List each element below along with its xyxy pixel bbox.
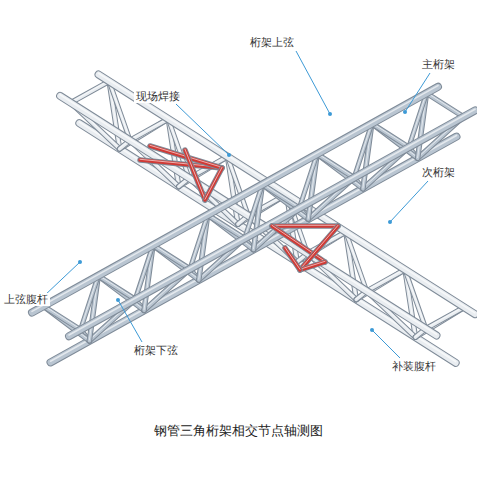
added-web-member-outline bbox=[272, 223, 338, 229]
added-web-member-highlight bbox=[185, 149, 205, 199]
cross-member bbox=[153, 245, 190, 269]
leader-dot bbox=[370, 328, 374, 332]
top-chord-highlight bbox=[60, 95, 436, 335]
leader-line bbox=[296, 51, 330, 114]
added-web-member bbox=[300, 226, 338, 270]
leader-dot bbox=[403, 110, 407, 114]
leader-lines bbox=[44, 51, 430, 358]
cross-member bbox=[71, 81, 109, 102]
cross-member-highlight bbox=[130, 118, 168, 139]
top-chord bbox=[69, 110, 475, 336]
cross-member-outline bbox=[130, 119, 168, 140]
cross-member-outline bbox=[208, 215, 245, 239]
added-web-member-highlight bbox=[285, 247, 300, 269]
cross-member-highlight bbox=[426, 307, 464, 328]
top-chord-highlight bbox=[32, 86, 438, 312]
cross-member bbox=[44, 306, 81, 330]
cross-member-highlight bbox=[208, 214, 245, 238]
top-chord-outline bbox=[60, 96, 436, 336]
top-chord-highlight bbox=[69, 109, 475, 335]
cross-member-highlight bbox=[44, 306, 81, 330]
top-chord-outline bbox=[32, 87, 438, 313]
cross-member-highlight bbox=[427, 93, 464, 117]
bottom-chord-highlight bbox=[51, 135, 457, 361]
leader-line bbox=[44, 262, 80, 296]
cross-member bbox=[98, 276, 135, 300]
added-web-member bbox=[185, 150, 205, 200]
leader-dot bbox=[227, 153, 231, 157]
added-web-member-outline bbox=[285, 248, 300, 270]
cross-member bbox=[262, 184, 299, 208]
top-chord-outline bbox=[99, 75, 475, 315]
added-web-member bbox=[272, 226, 325, 262]
part-label: 桁架上弦 bbox=[248, 36, 296, 49]
bottom-chord-outline bbox=[51, 137, 457, 363]
top-chord bbox=[32, 87, 438, 313]
cross-member bbox=[367, 270, 405, 291]
cross-member bbox=[208, 215, 245, 239]
cross-member-highlight bbox=[317, 153, 354, 177]
added-web-member-highlight bbox=[300, 261, 325, 269]
cross-member-outline bbox=[153, 245, 190, 269]
cross-member-outline bbox=[98, 276, 135, 300]
part-label: 次桁架 bbox=[420, 166, 457, 179]
figure-caption: 钢管三角桁架相交节点轴测图 bbox=[154, 422, 323, 440]
added-web-member bbox=[285, 248, 300, 270]
cross-member-outline bbox=[71, 81, 109, 102]
added-web-member-outline bbox=[300, 262, 325, 270]
main-truss bbox=[32, 86, 475, 363]
part-label: 上弦腹杆 bbox=[2, 293, 50, 306]
cross-member-outline bbox=[262, 184, 299, 208]
added-web-member-highlight bbox=[300, 225, 338, 269]
leader-dot bbox=[388, 220, 392, 224]
cross-member bbox=[372, 124, 409, 148]
cross-member-highlight bbox=[153, 245, 190, 269]
leader-line bbox=[176, 104, 229, 155]
cross-member bbox=[427, 93, 464, 117]
added-web-member-outline bbox=[185, 150, 205, 200]
leader-line bbox=[405, 73, 430, 112]
leader-dot bbox=[328, 112, 332, 116]
added-web-member-highlight bbox=[272, 225, 338, 226]
leader-line bbox=[372, 330, 400, 358]
cross-member-outline bbox=[426, 307, 464, 328]
cross-member-outline bbox=[427, 93, 464, 117]
cross-member-outline bbox=[372, 124, 409, 148]
added-web-member-outline bbox=[300, 226, 338, 270]
top-chord-highlight bbox=[99, 73, 475, 313]
part-label: 主桁架 bbox=[420, 58, 457, 71]
bottom-chord bbox=[51, 137, 457, 363]
cross-member-outline bbox=[367, 270, 405, 291]
cross-member bbox=[317, 154, 354, 178]
cross-member-outline bbox=[317, 154, 354, 178]
top-chord-outline bbox=[69, 110, 475, 336]
cross-member-highlight bbox=[98, 275, 135, 299]
added-web-member bbox=[300, 262, 325, 270]
cross-member bbox=[426, 307, 464, 328]
cross-member-highlight bbox=[367, 269, 405, 290]
top-chord bbox=[60, 96, 436, 336]
part-label: 桁架下弦 bbox=[132, 344, 180, 357]
added-web-member-highlight bbox=[272, 225, 325, 261]
cross-member-highlight bbox=[262, 184, 299, 208]
leader-line bbox=[118, 300, 142, 342]
added-web-member-highlight bbox=[205, 167, 222, 199]
added-web-member bbox=[205, 168, 222, 200]
top-chord bbox=[99, 75, 475, 315]
cross-member-highlight bbox=[71, 81, 109, 102]
leader-dot bbox=[116, 298, 120, 302]
cross-member-highlight bbox=[372, 123, 409, 147]
leader-line bbox=[390, 181, 428, 222]
added-web-member-outline bbox=[272, 226, 325, 262]
added-web-member bbox=[272, 224, 338, 228]
part-label: 补装腹杆 bbox=[390, 360, 438, 373]
leader-dot bbox=[78, 260, 82, 264]
part-label: 现场焊接 bbox=[134, 90, 182, 103]
added-web-members bbox=[140, 145, 338, 270]
cross-member bbox=[130, 119, 168, 140]
added-web-member-outline bbox=[205, 168, 222, 200]
cross-member-outline bbox=[44, 306, 81, 330]
